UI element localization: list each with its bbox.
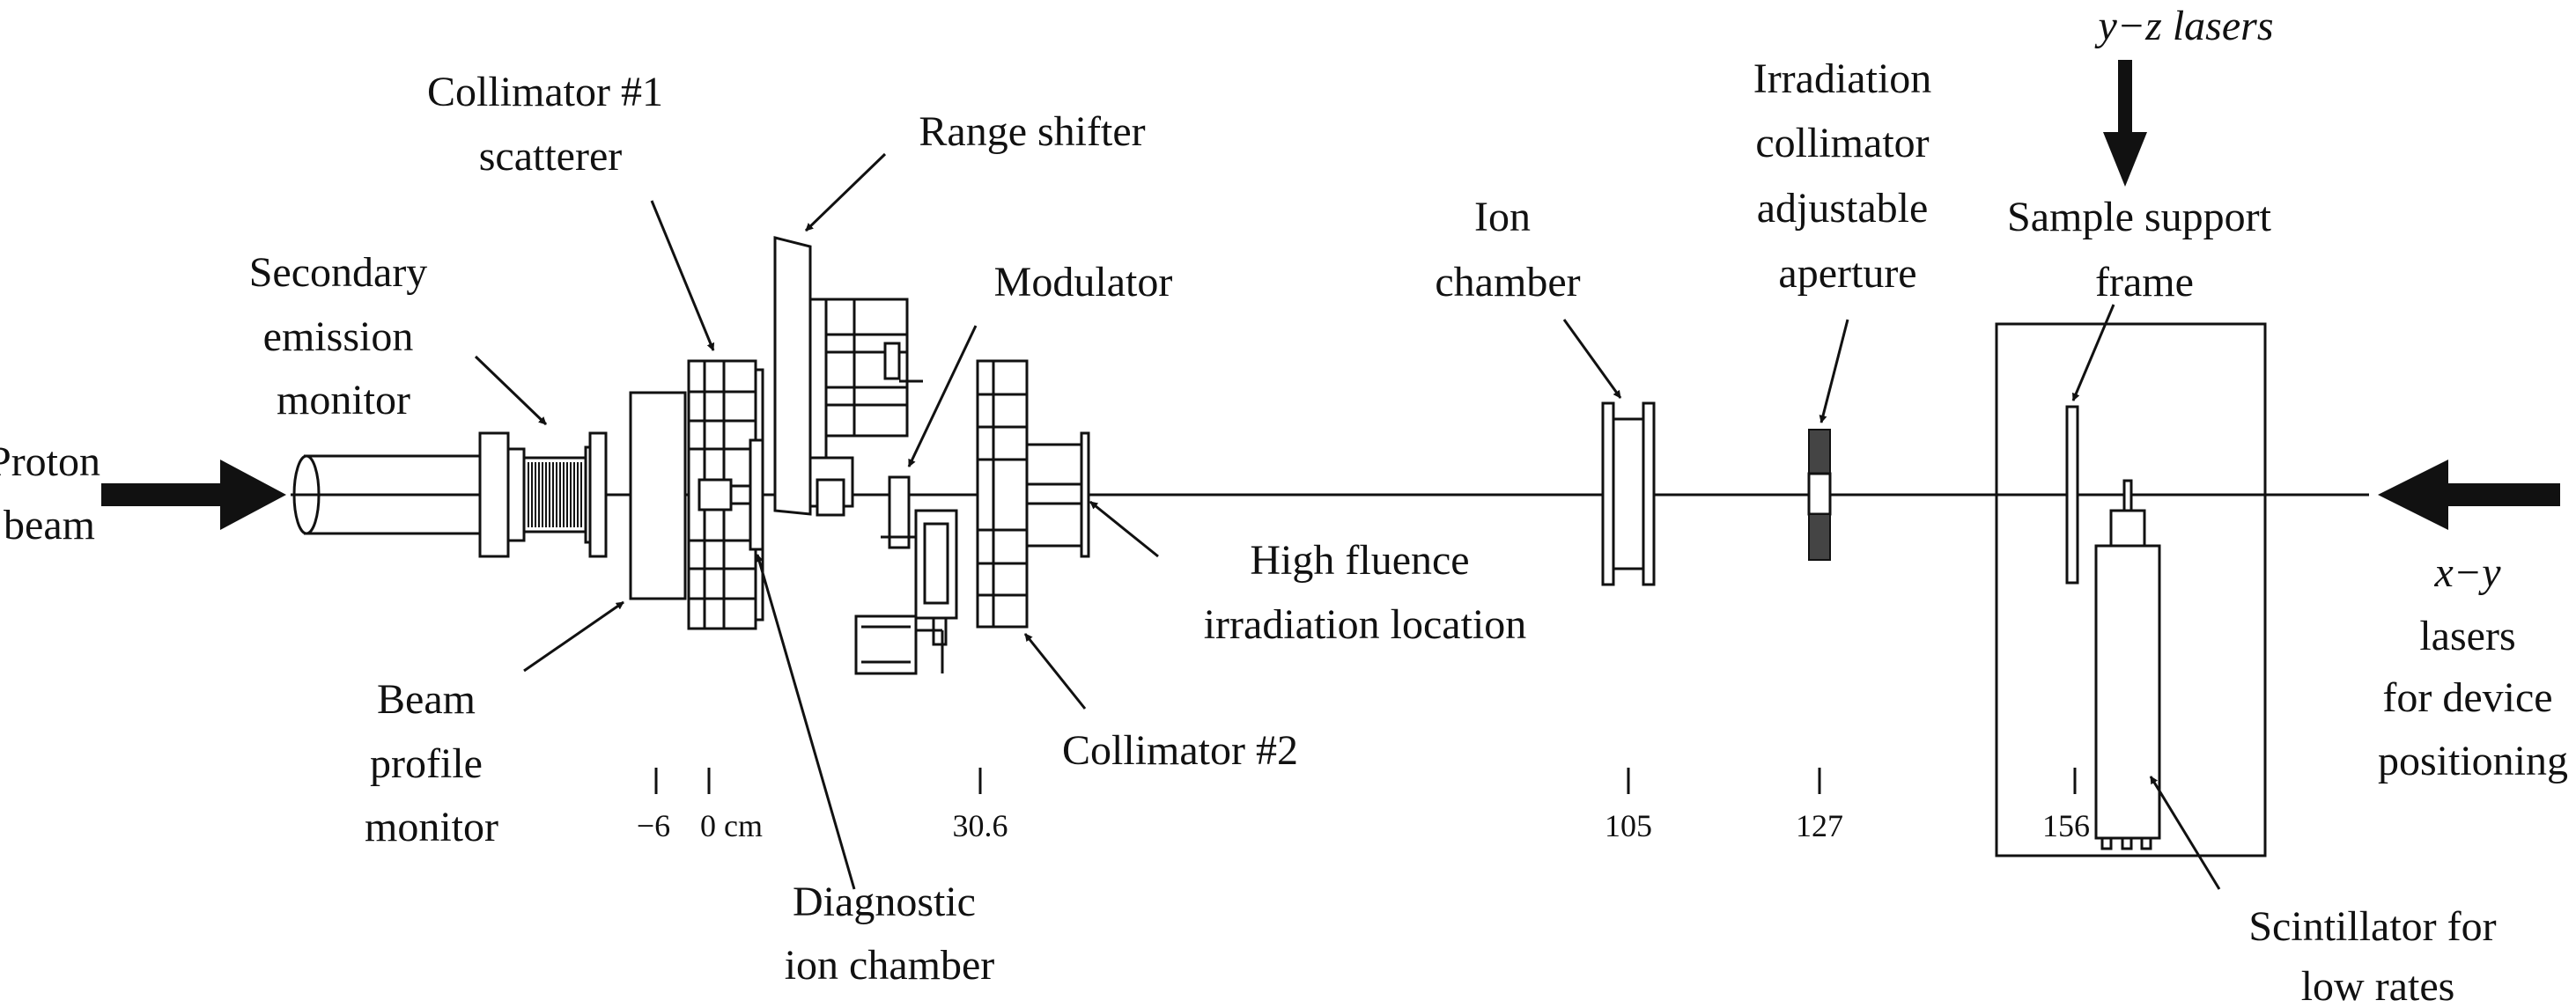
tick-label: 0 cm — [700, 808, 763, 843]
label-beam-profile-monitor: Beam profile monitor — [365, 676, 498, 850]
position-ticks: −6 0 cm 30.6 105 127 156 — [637, 768, 2090, 843]
proton-beam-arrow — [101, 460, 286, 530]
label-secondary-emission-monitor: Secondary emission monitor — [249, 249, 439, 423]
tick-label: 105 — [1605, 808, 1652, 843]
label-sample-support-frame: Sample support frame — [2007, 194, 2282, 305]
secondary-emission-monitor — [478, 431, 608, 558]
ion-chamber — [1601, 401, 1656, 586]
range-shifter — [773, 236, 923, 517]
label-irradiation-collimator: Irradiation collimator adjustable apertu… — [1753, 55, 1943, 297]
label-proton-beam: Proton beam — [0, 438, 111, 548]
label-modulator: Modulator — [994, 259, 1173, 305]
scintillator — [2094, 479, 2161, 850]
label-xy-lasers: x−y lasers for device positioning — [2378, 549, 2568, 784]
collimator-1 — [687, 359, 764, 630]
labels: Proton beam Secondary emission monitor C… — [0, 3, 2568, 1008]
label-ion-chamber: Ion chamber — [1435, 194, 1580, 305]
tick-label: 30.6 — [953, 808, 1008, 843]
label-range-shifter: Range shifter — [919, 108, 1145, 155]
label-diagnostic-ion-chamber: Diagnostic ion chamber — [785, 879, 995, 989]
xy-laser-arrow — [2378, 460, 2560, 530]
tick-label: 156 — [2042, 808, 2090, 843]
yz-laser-arrow — [2103, 60, 2147, 187]
diagnostic-ion-chamber — [749, 438, 764, 551]
modulator — [854, 475, 958, 675]
tick-label: −6 — [637, 808, 670, 843]
sample-support-box — [1995, 322, 2267, 857]
tick-label: 127 — [1796, 808, 1843, 843]
label-yz-lasers: y−z lasers — [2093, 3, 2273, 49]
collimator-2 — [976, 359, 1090, 629]
leader-arrows — [474, 152, 2221, 890]
label-collimator-1-scatterer: Collimator #1 scatterer — [427, 69, 674, 180]
label-high-fluence: High fluence irradiation location — [1204, 537, 1527, 648]
irradiation-aperture — [1807, 429, 1832, 561]
beam-profile-monitor — [629, 391, 687, 600]
beam-pipe — [292, 454, 480, 535]
label-scintillator: Scintillator for low rates — [2248, 903, 2506, 1008]
label-collimator-2: Collimator #2 — [1062, 727, 1298, 774]
sample-support-frame — [2065, 405, 2079, 585]
